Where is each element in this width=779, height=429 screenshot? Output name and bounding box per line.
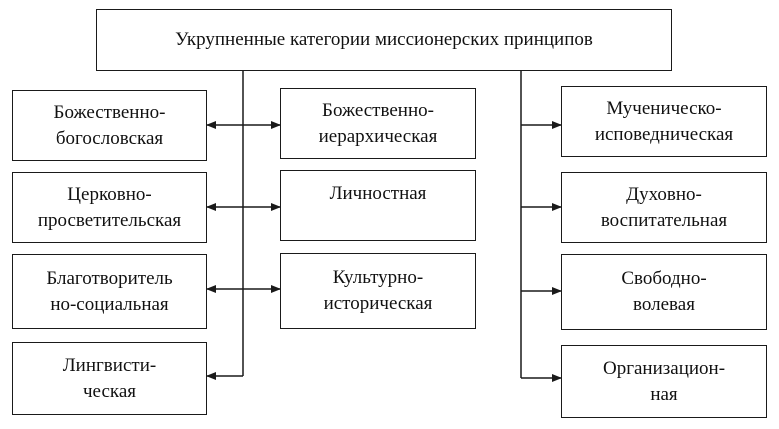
right-box-2: Духовно- воспитательная: [561, 172, 767, 243]
right-box-2-text: Духовно- воспитательная: [600, 183, 728, 231]
right-box-4-text: Организацион- ная: [602, 357, 726, 405]
left-box-2: Церковно- просветительская: [12, 172, 207, 243]
middle-box-1-text: Божественно- иерархическая: [318, 99, 438, 147]
right-box-4: Организацион- ная: [561, 345, 767, 418]
left-box-3-text: Благотворитель но-социальная: [46, 267, 173, 315]
middle-box-3: Культурно- историческая: [280, 253, 476, 329]
left-box-4: Лингвисти- ческая: [12, 342, 207, 415]
middle-box-1: Божественно- иерархическая: [280, 88, 476, 159]
middle-box-2-text: Личностная: [329, 183, 427, 204]
right-box-1: Мученическо- исповедническая: [561, 86, 767, 157]
left-box-2-text: Церковно- просветительская: [37, 183, 182, 231]
middle-box-2: Личностная: [280, 170, 476, 241]
right-box-1-text: Мученическо- исповедническая: [594, 97, 734, 145]
title-text: Укрупненные категории миссионерских прин…: [175, 29, 593, 50]
middle-box-3-text: Культурно- историческая: [323, 267, 433, 314]
left-box-4-text: Лингвисти- ческая: [62, 354, 157, 402]
left-box-1-text: Божественно- богословская: [53, 101, 166, 149]
title-box: Укрупненные категории миссионерских прин…: [96, 9, 672, 71]
right-box-3-text: Свободно- волевая: [621, 268, 707, 315]
right-box-3: Свободно- волевая: [561, 254, 767, 330]
left-box-1: Божественно- богословская: [12, 90, 207, 161]
left-box-3: Благотворитель но-социальная: [12, 254, 207, 329]
